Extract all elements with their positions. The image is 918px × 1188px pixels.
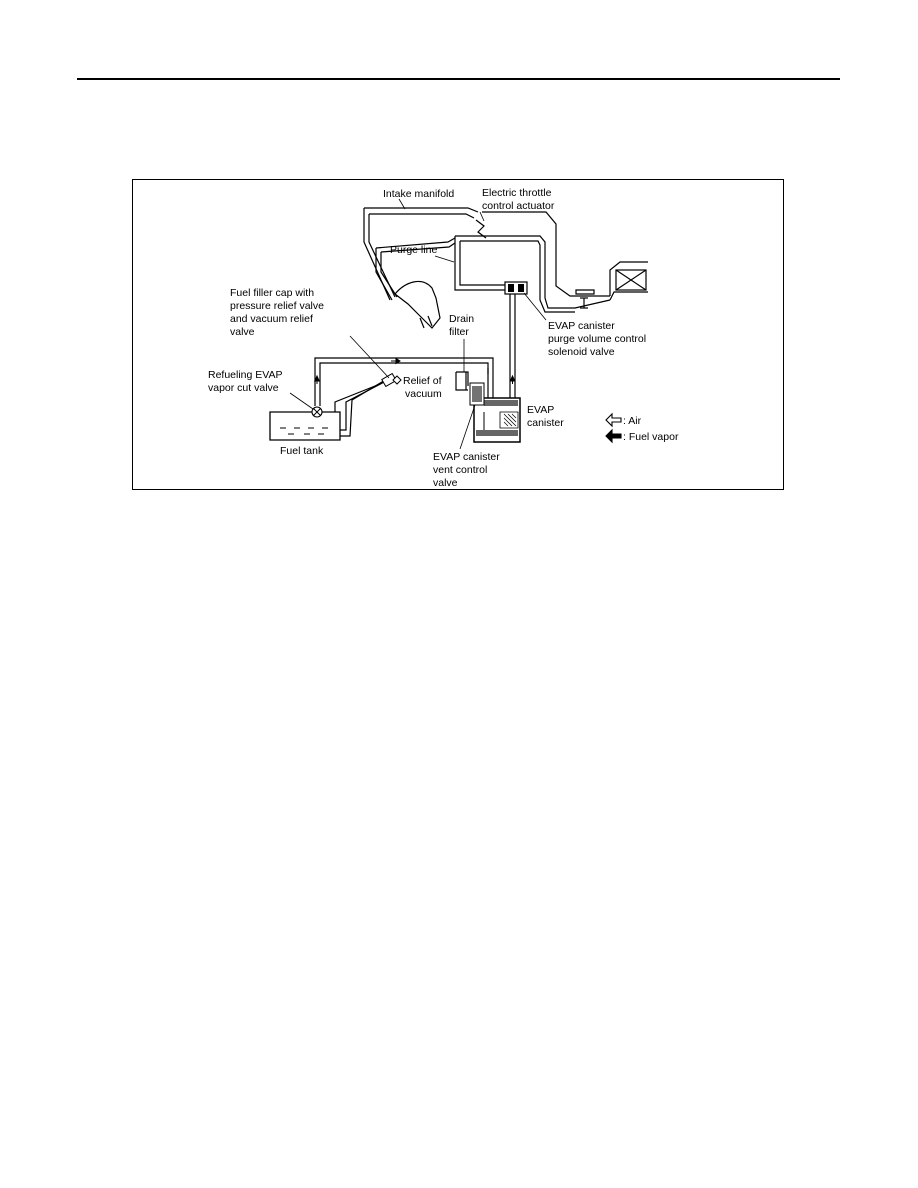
label-intake-manifold: Intake manifold: [383, 188, 454, 200]
flow-arrows-art: [314, 357, 516, 384]
label-vent-valve-line3: valve: [433, 477, 458, 489]
label-refueling-valve-line2: vapor cut valve: [208, 382, 279, 394]
label-fuel-filler-cap-line1: Fuel filler cap with: [230, 287, 314, 299]
label-vent-valve-line2: vent control: [433, 464, 487, 476]
label-fuel-filler-cap-line2: pressure relief valve: [230, 300, 324, 312]
label-electric-throttle-line2: control actuator: [482, 200, 555, 212]
legend-air-icon: [605, 412, 622, 428]
label-refueling-valve-line1: Refueling EVAP: [208, 369, 283, 381]
vent-control-valve-art: [469, 382, 485, 406]
legend-fuel-vapor-icon: [605, 428, 622, 444]
label-evap-canister-line1: EVAP: [527, 404, 554, 416]
label-electric-throttle-line1: Electric throttle: [482, 187, 552, 199]
label-fuel-filler-cap-line3: and vacuum relief: [230, 313, 313, 325]
header-rule: [77, 78, 840, 80]
label-relief-of-vacuum-line2: vacuum: [405, 388, 442, 400]
fuel-filler-cap-art: [381, 372, 402, 388]
intake-manifold-art: [363, 207, 648, 329]
label-relief-of-vacuum-line1: Relief of: [403, 375, 442, 387]
label-purge-line: Purge line: [390, 244, 437, 256]
label-evap-canister-line2: canister: [527, 417, 564, 429]
legend-fuel-vapor-label: : Fuel vapor: [623, 431, 679, 443]
throttle-sensor-art: [580, 297, 588, 309]
legend-air-label: : Air: [623, 415, 642, 427]
drain-filter-art: [455, 371, 469, 391]
label-drain-filter-line1: Drain: [449, 313, 474, 325]
label-fuel-tank: Fuel tank: [280, 445, 324, 457]
throttle-actuator-art: [475, 219, 487, 239]
canister-pipe-art: [487, 368, 494, 398]
leader-lines: [289, 198, 547, 450]
fuel-tank-art: [269, 406, 341, 441]
label-fuel-filler-cap-line4: valve: [230, 326, 255, 338]
label-purge-valve-line3: solenoid valve: [548, 346, 615, 358]
evap-system-figure: [132, 179, 784, 490]
vapor-line-art: [314, 357, 494, 406]
intake-filter-box-art: [615, 269, 647, 291]
label-drain-filter-line2: filter: [449, 326, 469, 338]
label-vent-valve-line1: EVAP canister: [433, 451, 500, 463]
label-purge-valve-line2: purge volume control: [548, 333, 646, 345]
filler-neck-art: [334, 375, 393, 437]
label-purge-valve-line1: EVAP canister: [548, 320, 615, 332]
purge-volume-control-valve-art: [504, 281, 528, 295]
